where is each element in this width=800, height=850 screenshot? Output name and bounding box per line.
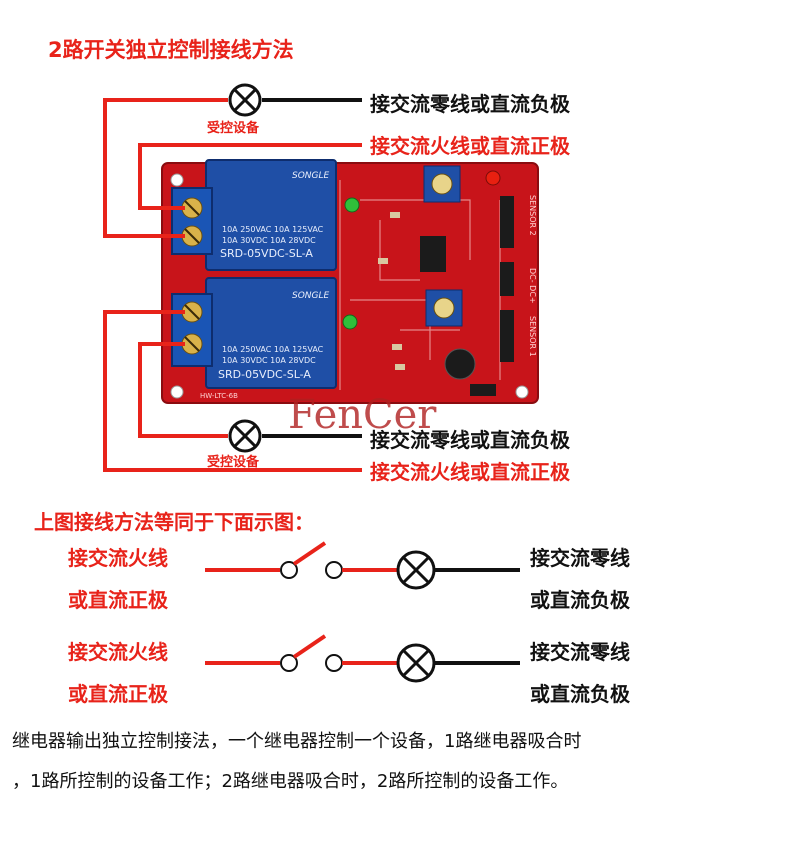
relay-1-spec-2: 10A 30VDC 10A 28VDC bbox=[222, 236, 316, 245]
bottom-live-label: 接交流火线或直流正极 bbox=[370, 460, 570, 484]
top-live-label: 接交流火线或直流正极 bbox=[370, 134, 570, 158]
equivalent-circuit-1 bbox=[205, 541, 520, 590]
circuit-2-left-line-1: 接交流火线 bbox=[68, 640, 168, 664]
relay-2-brand: SONGLE bbox=[292, 291, 330, 301]
sensor-2-label: SENSOR 2 bbox=[528, 195, 537, 236]
circuit-2-right-line-1: 接交流零线 bbox=[530, 640, 630, 664]
relay-2-spec-1: 10A 250VAC 10A 125VAC bbox=[222, 345, 324, 354]
description-line-2: ，1路所控制的设备工作；2路继电器吸合时，2路所控制的设备工作。 bbox=[12, 771, 569, 792]
circuit-1-right-line-1: 接交流零线 bbox=[530, 546, 630, 570]
equivalent-circuit-2 bbox=[205, 634, 520, 683]
circuit-1-left-line-2: 或直流正极 bbox=[68, 588, 168, 612]
relay-2-model: SRD-05VDC-SL-A bbox=[218, 368, 311, 381]
bottom-lamp-icon bbox=[228, 419, 262, 453]
circuit-2-right-line-2: 或直流负极 bbox=[530, 682, 630, 706]
relay-1: SONGLE 10A 250VAC 10A 125VAC 10A 30VDC 1… bbox=[205, 159, 337, 271]
power-label: DC- DC+ bbox=[528, 268, 537, 304]
watermark: FenCer bbox=[288, 392, 437, 438]
bottom-device-label: 受控设备 bbox=[207, 455, 260, 470]
switch-1-lever bbox=[292, 541, 327, 566]
top-device-label: 受控设备 bbox=[207, 121, 260, 136]
circuit-2-left-line-2: 或直流正极 bbox=[68, 682, 168, 706]
top-neutral-label: 接交流零线或直流负极 bbox=[370, 92, 570, 116]
circuit-1-left-line-1: 接交流火线 bbox=[68, 546, 168, 570]
relay-1-brand: SONGLE bbox=[292, 171, 330, 181]
circuit-1-right-line-2: 或直流负极 bbox=[530, 588, 630, 612]
relay-2: SONGLE 10A 250VAC 10A 125VAC 10A 30VDC 1… bbox=[205, 277, 337, 389]
bottom-wiring bbox=[103, 310, 362, 472]
bottom-neutral-label: 接交流零线或直流负极 bbox=[370, 428, 570, 452]
relay-1-model: SRD-05VDC-SL-A bbox=[220, 247, 313, 260]
description-line-1: 继电器输出独立控制接法，一个继电器控制一个设备，1路继电器吸合时 bbox=[12, 731, 582, 752]
relay-1-spec-1: 10A 250VAC 10A 125VAC bbox=[222, 225, 324, 234]
board-components bbox=[342, 165, 501, 396]
page-title: 2路开关独立控制接线方法 bbox=[48, 38, 294, 62]
relay-2-spec-2: 10A 30VDC 10A 28VDC bbox=[222, 356, 316, 365]
pin-headers bbox=[500, 196, 514, 362]
top-lamp-icon bbox=[228, 83, 262, 117]
terminal-block-2 bbox=[171, 293, 213, 367]
switch-2-lever bbox=[292, 634, 327, 659]
pcb-label: HW-LTC-6B bbox=[200, 392, 238, 400]
sensor-1-label: SENSOR 1 bbox=[528, 316, 537, 357]
equivalent-title: 上图接线方法等同于下面示图： bbox=[34, 510, 314, 534]
top-wiring bbox=[103, 98, 362, 238]
terminal-block-1 bbox=[171, 187, 213, 255]
